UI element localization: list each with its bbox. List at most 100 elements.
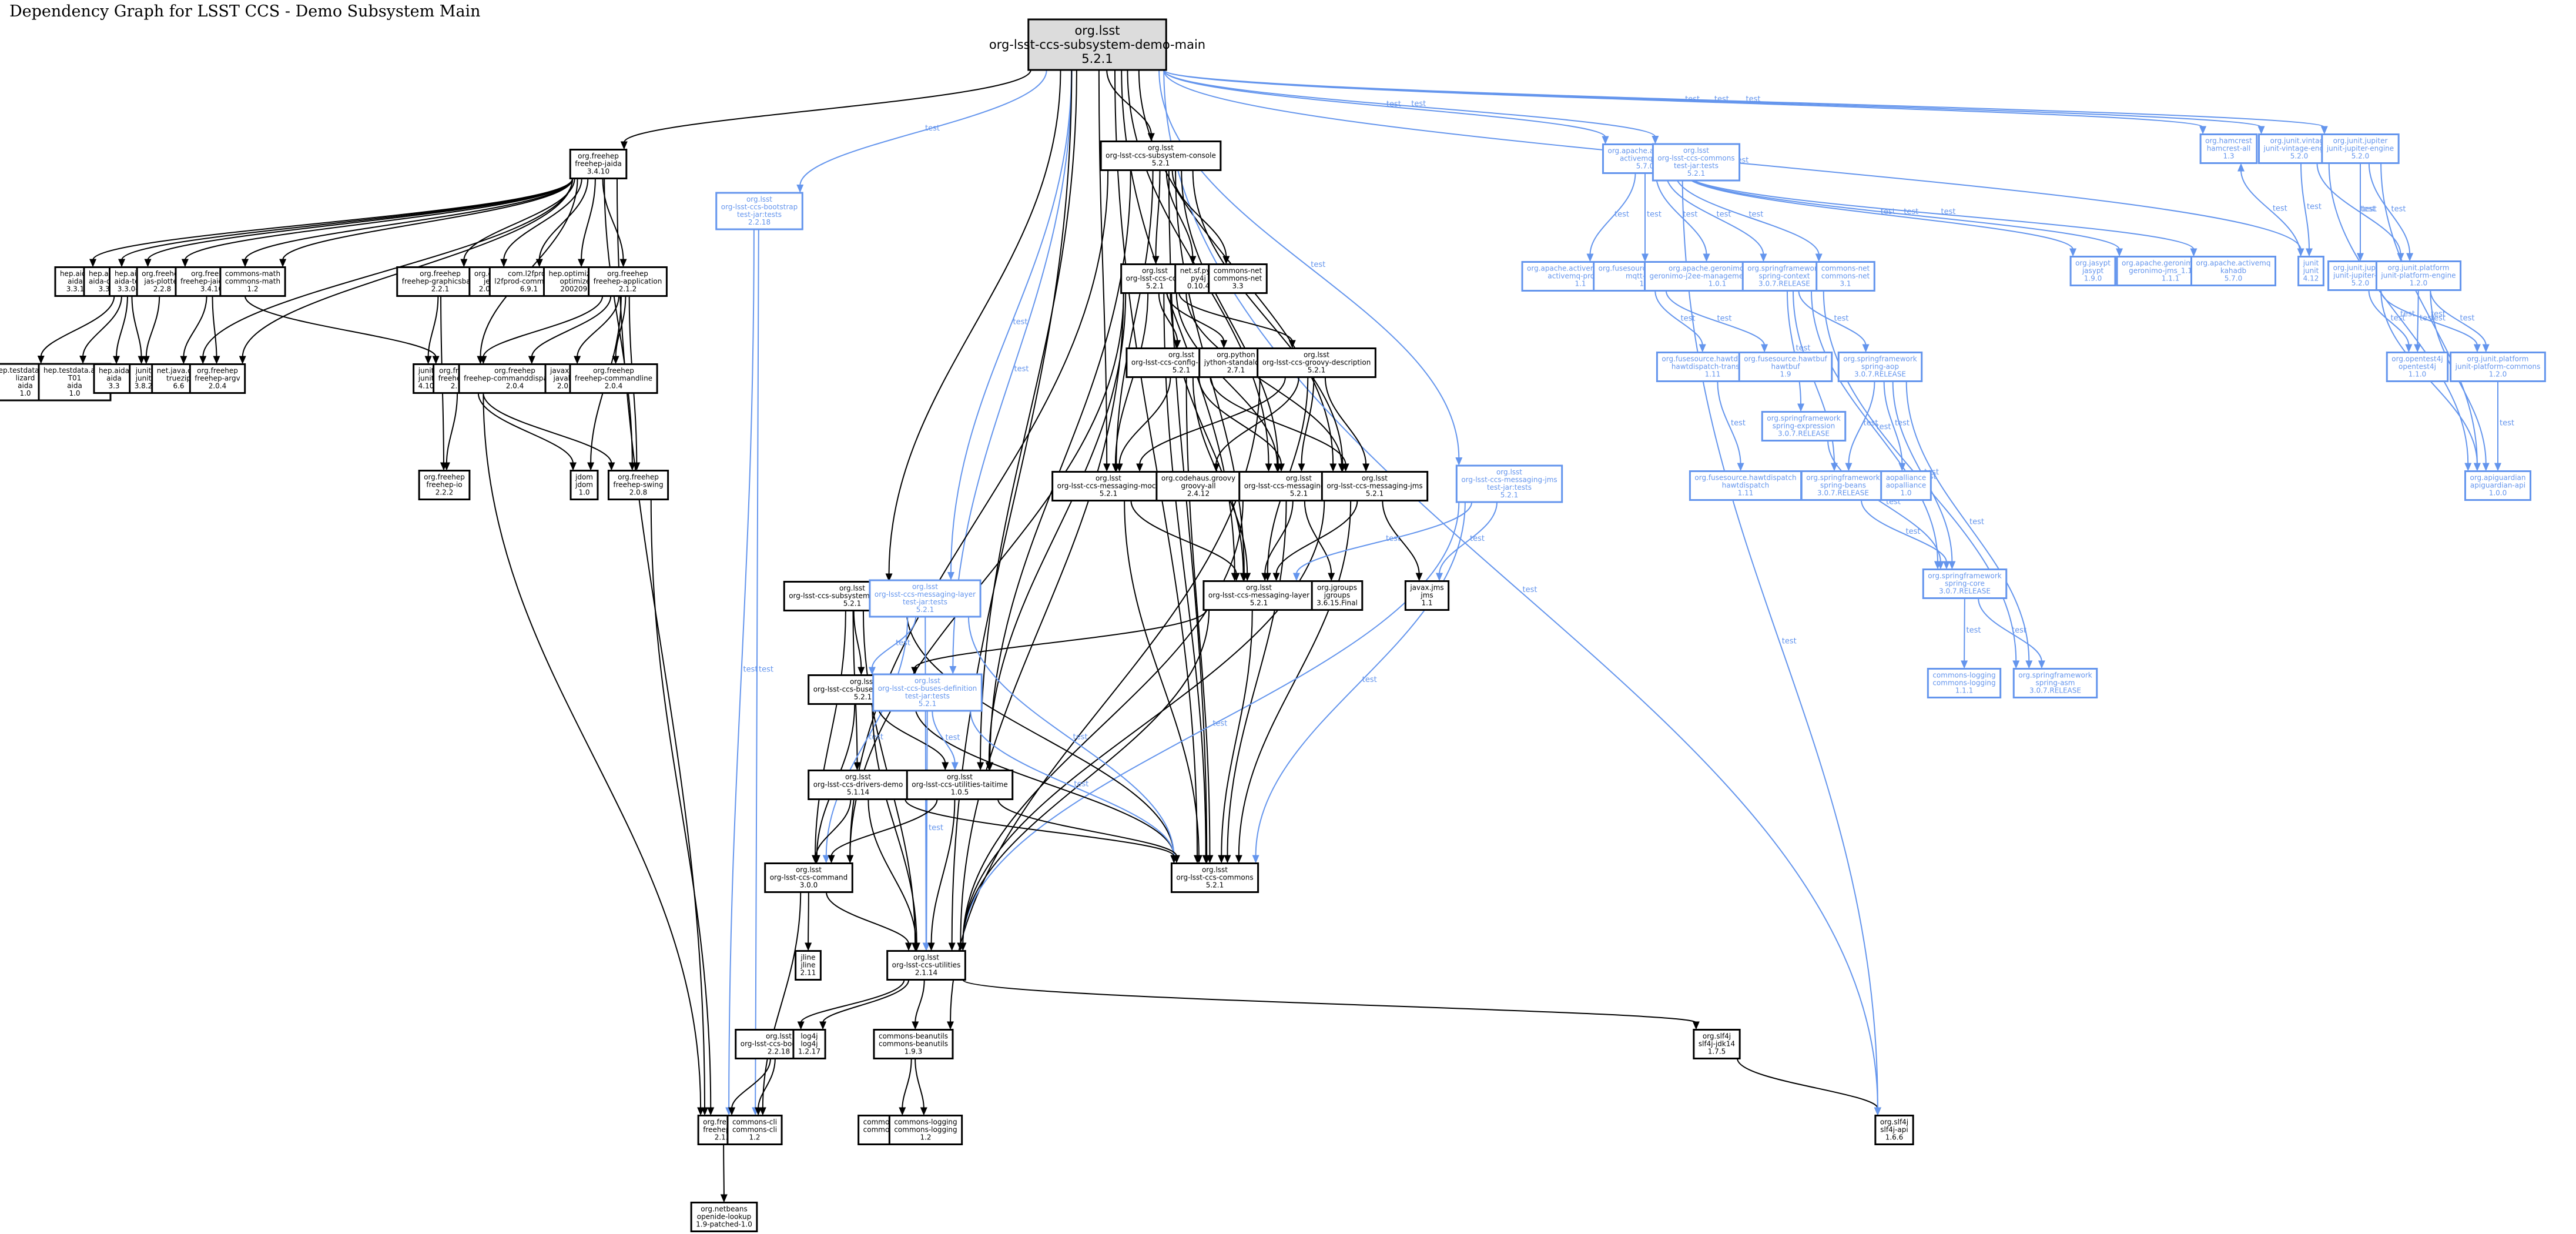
node-box[interactable]: [1815, 261, 1875, 292]
node-box[interactable]: [690, 1202, 758, 1232]
node-buses-def-tests[interactable]: org.lsstorg-lsst-ccs-buses-definitiontes…: [872, 673, 983, 712]
node-msg-layer[interactable]: org.lsstorg-lsst-ccs-messaging-layer5.2.…: [1202, 580, 1315, 611]
node-box[interactable]: [1100, 141, 1222, 171]
node-jupiter-engine[interactable]: org.junit.jupiterjunit-jupiter-engine5.2…: [2321, 133, 2400, 164]
node-bootstrap-tests[interactable]: org.lsstorg-lsst-ccs-bootstraptest-jar:t…: [715, 192, 803, 230]
node-box[interactable]: [873, 1029, 954, 1059]
node-box[interactable]: [1155, 471, 1241, 501]
node-box[interactable]: [1652, 143, 1741, 182]
node-box[interactable]: [1693, 1029, 1741, 1059]
node-box[interactable]: [764, 862, 853, 893]
node-box[interactable]: [795, 950, 822, 981]
node-box[interactable]: [2375, 260, 2462, 291]
node-box[interactable]: [1761, 411, 1847, 442]
node-box[interactable]: [607, 470, 669, 500]
node-box[interactable]: [1311, 580, 1364, 611]
node-box[interactable]: [1321, 471, 1429, 501]
node-box[interactable]: [569, 149, 628, 179]
node-lookup[interactable]: org.netbeansopenide-lookup1.9-patched-1.…: [690, 1202, 758, 1232]
node-box[interactable]: [93, 363, 135, 394]
node-box[interactable]: [1404, 580, 1450, 611]
node-box[interactable]: [569, 363, 658, 394]
node-platform-commons[interactable]: org.junit.platformjunit-platform-commons…: [2450, 352, 2546, 382]
node-box[interactable]: [2190, 256, 2277, 286]
node-box[interactable]: [588, 266, 668, 297]
node-box[interactable]: [189, 363, 246, 394]
node-box[interactable]: [1927, 668, 2002, 698]
node-box[interactable]: [2386, 352, 2449, 382]
node-box[interactable]: [1455, 464, 1563, 503]
node-box[interactable]: [2297, 256, 2324, 286]
node-box[interactable]: [1051, 471, 1165, 501]
node-box[interactable]: [1837, 352, 1923, 382]
node-box[interactable]: [792, 1029, 826, 1059]
node-console[interactable]: org.lsstorg-lsst-ccs-subsystem-console5.…: [1100, 141, 1222, 171]
node-box[interactable]: [1257, 347, 1376, 378]
node-box[interactable]: [2012, 668, 2098, 698]
node-box[interactable]: [2321, 133, 2400, 164]
node-box[interactable]: [1202, 580, 1315, 611]
node-box[interactable]: [1738, 352, 1833, 382]
node-spring-asm[interactable]: org.springframeworkspring-asm3.0.7.RELEA…: [2012, 668, 2098, 698]
node-box[interactable]: [1170, 862, 1259, 893]
node-box[interactable]: [1741, 261, 1827, 292]
node-box[interactable]: [219, 266, 286, 297]
node-box[interactable]: [1208, 263, 1268, 294]
node-box[interactable]: [2199, 133, 2258, 164]
node-box[interactable]: [2464, 470, 2532, 501]
node-box[interactable]: [1922, 568, 2008, 599]
node-box[interactable]: [886, 950, 966, 981]
node-spring-aop[interactable]: org.springframeworkspring-aop3.0.7.RELEA…: [1837, 352, 1923, 382]
node-box[interactable]: [906, 770, 1014, 800]
node-groovy-desc[interactable]: org.lsstorg-lsst-ccs-groovy-description5…: [1257, 347, 1376, 378]
node-box[interactable]: [1689, 470, 1803, 501]
node-box[interactable]: [1027, 18, 1167, 71]
node-hawtdispatch[interactable]: org.fusesource.hawtdispatchhawtdispatch1…: [1689, 470, 1803, 501]
node-msg-jms-tests[interactable]: org.lsstorg-lsst-ccs-messaging-jmstest-j…: [1455, 464, 1563, 503]
node-box[interactable]: [888, 1115, 963, 1145]
node-commons-tests[interactable]: org.lsstorg-lsst-ccs-commonstest-jar:tes…: [1652, 143, 1741, 182]
node-spring-beans[interactable]: org.springframeworkspring-beans3.0.7.REL…: [1800, 470, 1886, 501]
node-box[interactable]: [1800, 470, 1886, 501]
node-msg-layer-tests[interactable]: org.lsstorg-lsst-ccs-messaging-layertest…: [869, 579, 982, 618]
node-spring-context[interactable]: org.springframeworkspring-context3.0.7.R…: [1741, 261, 1827, 292]
node-platform-engine[interactable]: org.junit.platformjunit-platform-engine1…: [2375, 260, 2462, 291]
node-root[interactable]: org.lsstorg-lsst-ccs-subsystem-demo-main…: [989, 18, 1205, 71]
node-box[interactable]: [1874, 1115, 1914, 1145]
node-box[interactable]: [2069, 256, 2116, 286]
node-box[interactable]: [726, 1115, 783, 1145]
node-box[interactable]: [570, 470, 599, 500]
node-box[interactable]: [418, 470, 471, 500]
